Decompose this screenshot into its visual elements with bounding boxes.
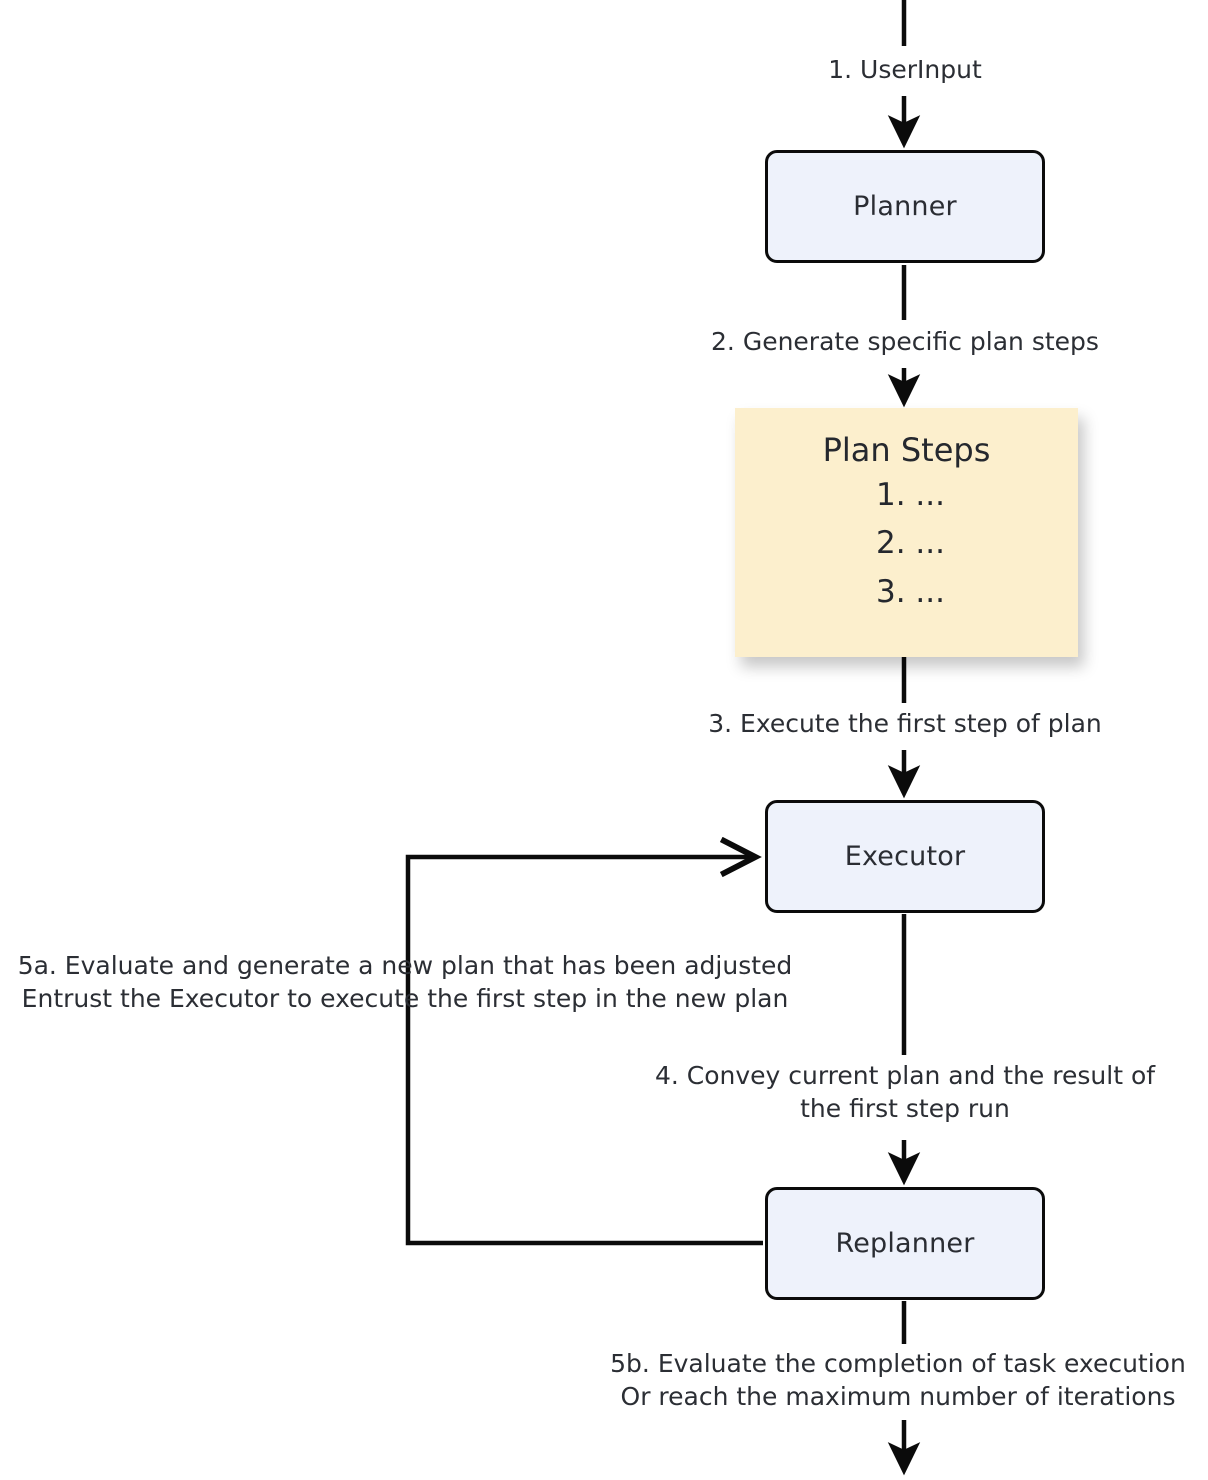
note-plan-steps-item: 2. ... <box>876 525 945 562</box>
note-plan-steps[interactable]: Plan Steps 1. ... 2. ... 3. ... <box>735 408 1078 657</box>
node-planner-label: Planner <box>853 191 957 222</box>
node-executor[interactable]: Executor <box>765 800 1045 913</box>
edge-label-finish: 5b. Evaluate the completion of task exec… <box>610 1349 1186 1411</box>
edge-label-execute-first-step: 3. Execute the first step of plan <box>708 709 1102 738</box>
note-plan-steps-item: 1. ... <box>876 476 945 513</box>
edge-label-user-input: 1. UserInput <box>828 55 982 84</box>
note-plan-steps-list: 1. ... 2. ... 3. ... <box>735 471 1078 616</box>
note-plan-steps-item: 3. ... <box>876 573 945 610</box>
node-replanner[interactable]: Replanner <box>765 1187 1045 1300</box>
node-executor-label: Executor <box>844 841 966 872</box>
edge-label-replan-loop: 5a. Evaluate and generate a new plan tha… <box>17 951 793 1013</box>
edge-label-convey-result: 4. Convey current plan and the result of… <box>654 1061 1156 1123</box>
note-plan-steps-title: Plan Steps <box>822 431 991 469</box>
edge-label-generate-plan: 2. Generate specific plan steps <box>711 327 1099 356</box>
edge-replan-feedback <box>405 836 763 1246</box>
node-replanner-label: Replanner <box>835 1228 975 1259</box>
node-planner[interactable]: Planner <box>765 150 1045 263</box>
